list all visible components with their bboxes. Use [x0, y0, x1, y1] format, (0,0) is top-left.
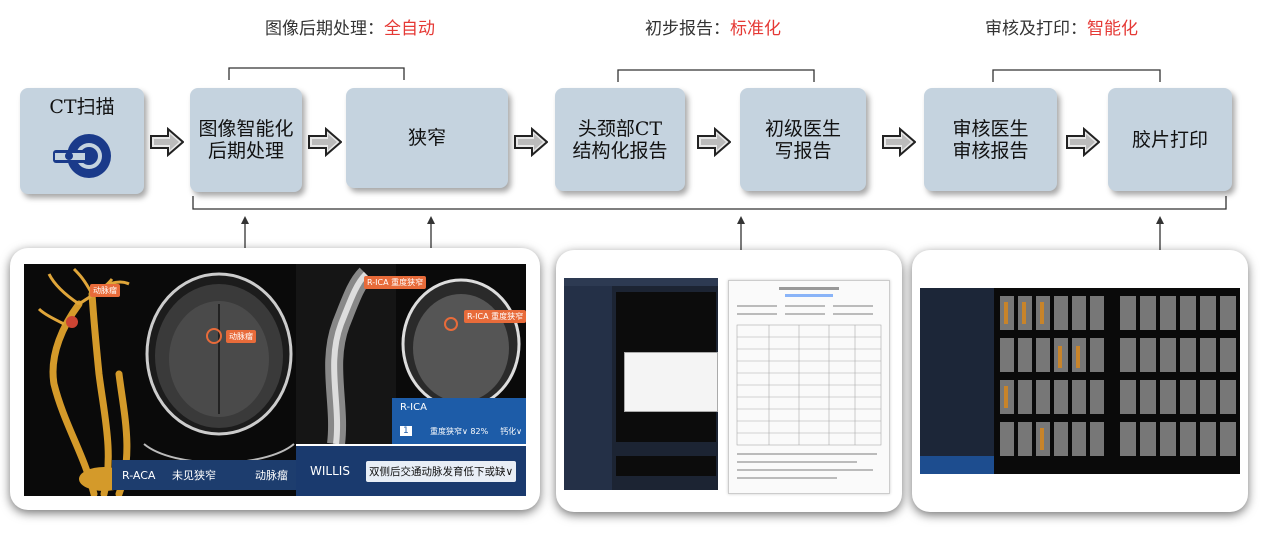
report-software-screen — [564, 278, 718, 490]
panel-postprocess-images: 动脉瘤 动脉瘤 R-ACA 未见狭窄 动脉瘤 R-ICA 重度狭窄 R-ICA … — [10, 248, 540, 510]
bracket-review — [992, 69, 1161, 82]
aneurysm-tag: 动脉瘤 — [226, 330, 256, 343]
arrow-right-icon — [308, 127, 342, 157]
carotid-image — [296, 264, 521, 444]
panel-film-print — [912, 250, 1248, 512]
header-review-print: 审核及打印：智能化 — [985, 19, 1138, 39]
aneurysm-tag: 动脉瘤 — [90, 284, 120, 297]
arrow-right-icon — [514, 127, 548, 157]
step-film-print: 胶片打印 — [1108, 88, 1232, 191]
report-document — [728, 280, 890, 494]
vessel-3d-view: 动脉瘤 动脉瘤 R-ACA 未见狭窄 动脉瘤 — [24, 264, 296, 496]
arrow-right-icon — [697, 127, 731, 157]
carotid-view: R-ICA 重度狭窄 R-ICA 重度狭窄 R-ICA 1 重度狭窄∨ 82% … — [296, 264, 526, 444]
bracket-bottom — [192, 196, 1227, 210]
step-junior-doctor-report: 初级医生 写报告 — [740, 88, 866, 191]
step-stenosis: 狭窄 — [346, 88, 508, 188]
willis-dropdown[interactable]: WILLIS 双侧后交通动脉发育低下或缺∨ — [296, 446, 526, 496]
step-senior-review: 审核医生 审核报告 — [924, 88, 1057, 191]
bracket-postprocess — [228, 67, 405, 80]
arrow-right-icon — [150, 127, 184, 157]
film-grid-image — [1000, 296, 1236, 456]
panel-structured-report — [556, 250, 902, 512]
step-ct-scan: CT扫描 — [20, 88, 144, 194]
rica-panel: R-ICA 1 重度狭窄∨ 82% 钙化∨ — [392, 398, 526, 444]
film-print-screen — [920, 288, 1240, 474]
ct-scanner-icon — [53, 134, 111, 178]
bracket-preliminary — [617, 69, 815, 82]
step-intelligent-postprocess: 图像智能化 后期处理 — [190, 88, 302, 192]
arrow-right-icon — [1066, 127, 1100, 157]
result-bar-aca: R-ACA 未见狭窄 动脉瘤 — [112, 460, 296, 490]
arrow-right-icon — [882, 127, 916, 157]
step-structured-report: 头颈部CT 结构化报告 — [555, 88, 685, 191]
header-preliminary-report: 初步报告：标准化 — [645, 19, 781, 39]
report-document-image — [736, 287, 882, 479]
rica-stenosis-tag: R-ICA 重度狭窄 — [364, 276, 427, 289]
header-postprocess: 图像后期处理：全自动 — [265, 19, 435, 39]
rica-stenosis-tag: R-ICA 重度狭窄 — [464, 310, 526, 323]
